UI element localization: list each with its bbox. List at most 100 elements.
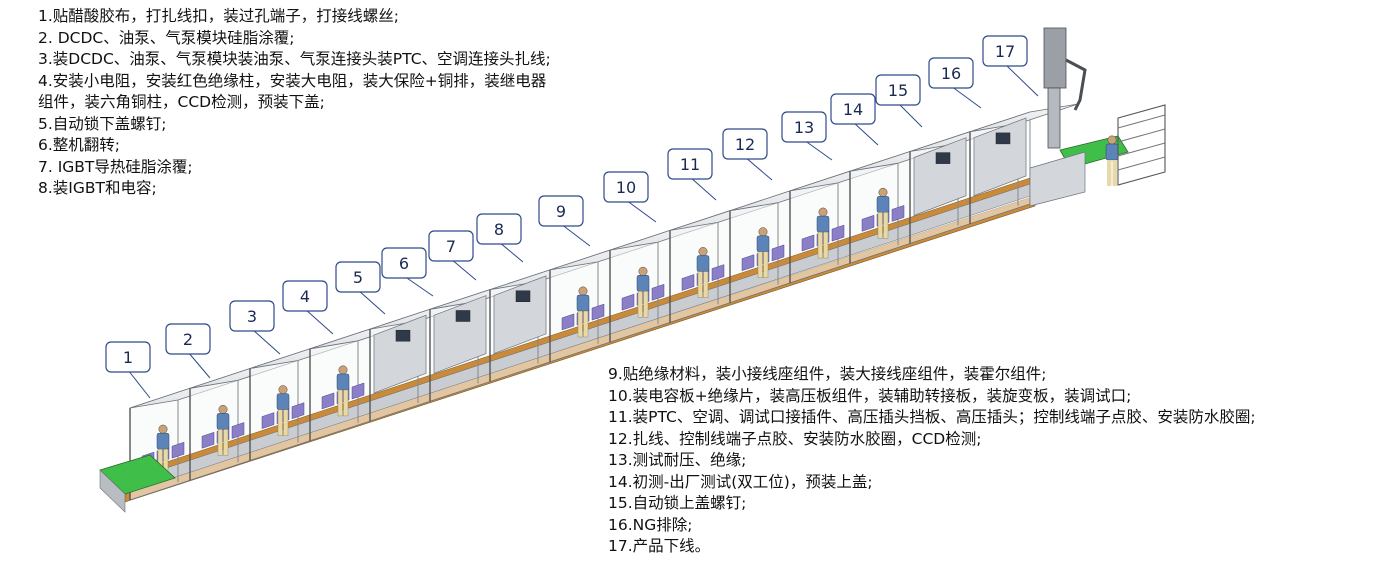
callout-8: 8 xyxy=(476,213,524,263)
callout-leader xyxy=(744,156,773,181)
step-text-right-5: 13.测试耐压、绝缘; xyxy=(608,451,747,469)
operator-leg xyxy=(277,409,283,436)
step-text-left-8: 7. IGBT导热硅脂涂覆; xyxy=(38,157,193,176)
step-text-left-7: 6.整机翻转; xyxy=(38,136,121,154)
rack-shelf xyxy=(1117,128,1166,143)
station-fixture xyxy=(201,431,215,449)
operator-figure xyxy=(756,227,770,279)
callout-box xyxy=(428,230,474,262)
operator-body xyxy=(1105,143,1119,161)
operator-body xyxy=(756,235,770,253)
callout-14: 14 xyxy=(830,93,879,146)
callout-4: 4 xyxy=(282,280,334,335)
callout-number: 14 xyxy=(843,100,863,119)
station-fixture xyxy=(681,274,695,291)
operator-head xyxy=(218,404,228,414)
station-hmi-screen xyxy=(995,132,1011,145)
operator-head xyxy=(578,286,588,296)
step-text-right-4: 12.扎线、控制线端子点胶、安装防水胶圈，CCD检测; xyxy=(608,429,982,448)
callout-number: 8 xyxy=(494,220,504,239)
callout-number: 11 xyxy=(680,155,700,174)
operator-head xyxy=(758,227,768,237)
callout-number: 12 xyxy=(735,135,755,154)
callout-12: 12 xyxy=(722,128,773,181)
step-text-left-2: 2. DCDC、油泵、气泵模块硅脂涂覆; xyxy=(38,28,295,47)
callout-number: 7 xyxy=(446,237,456,256)
station-fixture xyxy=(591,303,605,321)
callout-box xyxy=(781,111,827,143)
operator-body xyxy=(576,294,590,312)
callout-number: 10 xyxy=(616,178,636,197)
callout-box xyxy=(165,323,211,355)
rack-shelf xyxy=(1117,156,1166,171)
station-enclosure xyxy=(493,275,547,355)
operator-figure xyxy=(696,247,710,298)
callout-16: 16 xyxy=(928,57,982,109)
operator-leg xyxy=(577,310,583,338)
callout-leader xyxy=(127,369,151,399)
station-fixture xyxy=(231,422,245,439)
callout-leader xyxy=(950,85,982,109)
operator-leg xyxy=(763,251,769,279)
callout-5: 5 xyxy=(335,261,386,315)
callout-13: 13 xyxy=(781,111,833,161)
callout-leader xyxy=(560,223,591,247)
callout-box xyxy=(229,300,275,332)
robot-link xyxy=(1065,58,1087,111)
operator-leg xyxy=(343,389,349,417)
callout-number: 16 xyxy=(941,64,961,83)
callout-number: 9 xyxy=(556,202,566,221)
robot-column xyxy=(1043,27,1067,89)
operator-leg xyxy=(217,429,223,456)
operator-head xyxy=(158,424,168,434)
step-text-right-8: 16.NG排除; xyxy=(608,515,693,534)
station-11 xyxy=(729,182,839,304)
callout-leader xyxy=(498,241,524,263)
callout-box xyxy=(603,171,649,203)
end-operator-figure xyxy=(1105,135,1119,186)
station-fixture xyxy=(741,254,755,272)
callout-leader xyxy=(689,176,717,201)
callout-7: 7 xyxy=(428,230,477,281)
callout-leader xyxy=(357,289,386,315)
station-enclosure xyxy=(913,137,967,217)
step-text-left-6: 5.自动锁下盖螺钉; xyxy=(38,114,167,133)
station-hmi-screen xyxy=(455,310,471,322)
callout-leader xyxy=(403,275,434,297)
callout-number: 15 xyxy=(888,81,908,100)
operator-figure xyxy=(576,286,590,338)
callout-number: 2 xyxy=(183,330,193,349)
operator-leg xyxy=(817,231,823,259)
callout-box xyxy=(928,57,974,89)
station-fixture xyxy=(891,205,905,222)
operator-body xyxy=(216,413,230,430)
station-fixture xyxy=(711,264,725,281)
callout-15: 15 xyxy=(875,74,923,128)
callout-box xyxy=(335,261,381,293)
operator-body xyxy=(276,393,290,410)
callout-10: 10 xyxy=(603,171,657,223)
operator-body xyxy=(336,373,350,391)
operator-figure xyxy=(336,365,350,417)
operator-leg xyxy=(583,310,589,338)
step-text-right-3: 11.装PTC、空调、调试口接插件、高压插头挡板、高压插头；控制线端子点胶、安装… xyxy=(608,408,1256,426)
step-text-right-2: 10.装电容板+绝缘片，装高压板组件，装辅助转接板，装旋变板，装调试口; xyxy=(608,386,1132,405)
operator-leg xyxy=(877,212,883,239)
callout-leader xyxy=(450,258,477,281)
station-9 xyxy=(609,222,719,343)
station-fixture xyxy=(771,244,785,262)
station-fixture xyxy=(261,412,275,429)
operator-leg xyxy=(637,291,643,318)
callout-number: 1 xyxy=(123,348,133,367)
loading-conveyor-side xyxy=(99,469,126,513)
operator-figure xyxy=(876,187,890,239)
callout-3: 3 xyxy=(229,300,281,355)
station-hmi-screen xyxy=(515,290,531,302)
callout-number: 3 xyxy=(247,307,257,326)
ng-station-cabinet xyxy=(1029,151,1086,207)
step-text-left-9: 8.装IGBT和电容; xyxy=(38,179,157,197)
robot-arm xyxy=(1043,27,1087,149)
callout-leader xyxy=(897,102,923,128)
robot-mast xyxy=(1047,87,1061,149)
